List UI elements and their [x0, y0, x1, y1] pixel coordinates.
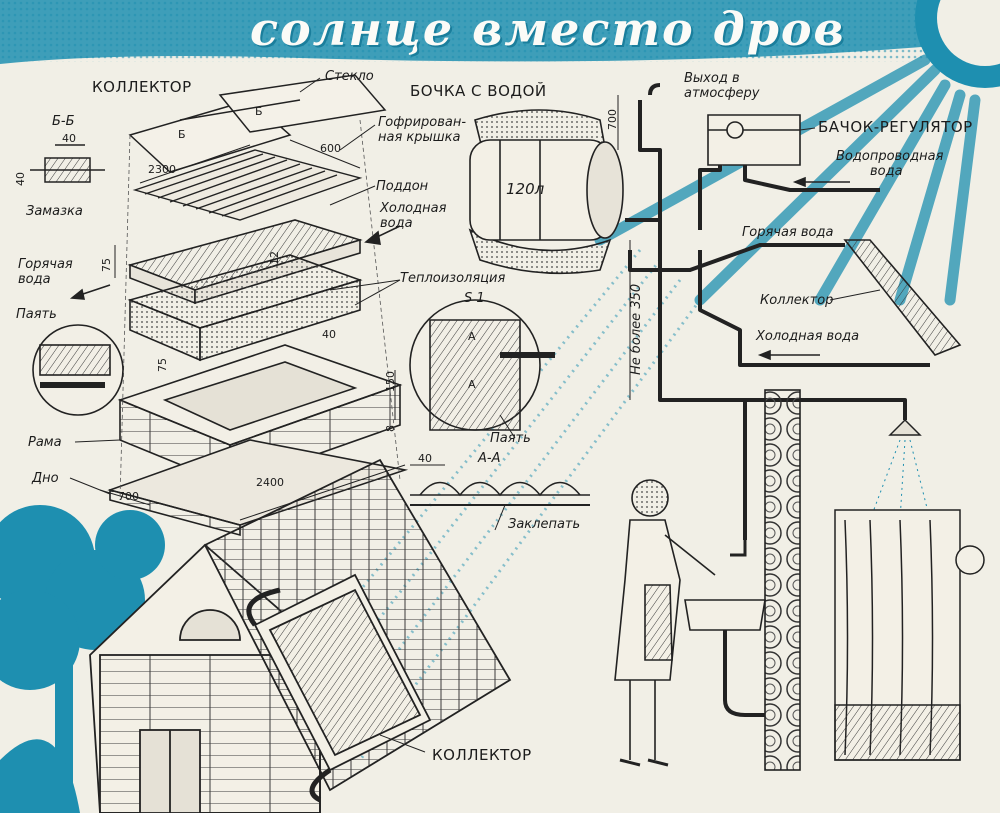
dim-12: 12 — [268, 251, 281, 265]
sun-rays — [594, 54, 981, 306]
bottom-label: Дно — [32, 471, 59, 486]
marker-b-2: Б — [255, 105, 263, 118]
insulation-label: Теплоизоляция — [400, 271, 506, 286]
dim-150: 150 — [384, 371, 397, 392]
woman-figure — [614, 479, 716, 767]
collector-bottom — [107, 439, 409, 537]
marker-a-2: А — [468, 378, 476, 391]
s1-detail-circle — [409, 299, 555, 431]
mains-water-label-1: Водопроводная — [836, 149, 944, 164]
dim-75-tray: 75 — [100, 258, 113, 272]
wall-collector-label: Коллектор — [760, 293, 834, 308]
section-aa-label: А-А — [478, 451, 501, 466]
title-banner — [0, 0, 1000, 64]
tree-silhouette — [0, 505, 165, 813]
collector-corrugated-cover — [132, 149, 363, 221]
mains-water-label-2: вода — [870, 164, 903, 179]
flow-arrows — [69, 176, 850, 361]
marker-b-1: Б — [178, 128, 186, 141]
barrel-heading: БОЧКА С ВОДОЙ — [410, 82, 547, 100]
section-bb-label: Б-Б — [52, 114, 75, 129]
roof-collector-label: КОЛЛЕКТОР — [432, 746, 532, 764]
water-barrel — [468, 109, 624, 275]
dim-2400: 2400 — [256, 476, 284, 489]
regulator-tank — [707, 114, 801, 166]
dim-700-vent: 700 — [606, 109, 619, 130]
corrugated-cover-label-2: ная крышка — [378, 130, 461, 145]
cold-water-label-2: вода — [380, 216, 413, 231]
section-aa-detail — [410, 481, 590, 506]
dim-700: 700 — [118, 490, 139, 503]
hot-water-label-1: Горячая — [18, 257, 73, 272]
corrugated-cover-label-1: Гофрирован- — [378, 115, 467, 130]
section-s1-label: S 1 — [464, 291, 485, 306]
collector-outline-lines — [119, 119, 401, 501]
shower — [834, 418, 961, 761]
dim-40-aa: 40 — [418, 452, 432, 465]
marker-a-1: А — [468, 330, 476, 343]
hot-water-label-2: вода — [18, 272, 51, 287]
solder-label-left: Паять — [16, 307, 57, 322]
tray-label: Поддон — [376, 179, 429, 194]
section-bb-detail — [30, 144, 105, 183]
rivet-label: Заклепать — [508, 517, 581, 532]
wall-collector — [843, 239, 962, 356]
frame-label: Рама — [28, 435, 62, 450]
dim-2300: 2300 — [148, 163, 176, 176]
dimension-lines — [99, 95, 631, 521]
child-peeking — [955, 545, 985, 575]
page-title: солнце вместо дров — [250, 2, 846, 56]
barrel-volume: 120л — [506, 180, 545, 198]
dim-75-frame: 75 — [156, 358, 169, 372]
solder-label-right: Паять — [490, 431, 531, 446]
dim-8: 8 — [384, 425, 397, 432]
glass-label: Стекло — [325, 69, 374, 84]
dim-40-bb: 40 — [62, 132, 76, 145]
dim-40-frame: 40 — [322, 328, 336, 341]
cold-water-label-1: Холодная — [380, 201, 447, 216]
solder-detail-circle — [32, 324, 124, 416]
collector-glass — [128, 74, 387, 173]
collector-insulation — [127, 254, 363, 362]
hot-water-system-label: Горячая вода — [742, 225, 834, 240]
vent-label-1: Выход в — [684, 71, 740, 86]
cold-water-system-label: Холодная вода — [756, 329, 860, 344]
roof-collector — [246, 573, 432, 803]
dim-max-350: Не более 350 — [629, 283, 644, 375]
putty-label: Замазка — [26, 204, 83, 219]
collector-heading: КОЛЛЕКТОР — [92, 78, 192, 96]
dim-40-bb-side: 40 — [14, 172, 27, 186]
vent-label-2: атмосферу — [684, 86, 760, 101]
sink — [684, 540, 766, 717]
log-wall — [764, 389, 801, 771]
dim-600: 600 — [320, 142, 341, 155]
regulator-tank-label: БАЧОК-РЕГУЛЯТОР — [818, 118, 973, 136]
